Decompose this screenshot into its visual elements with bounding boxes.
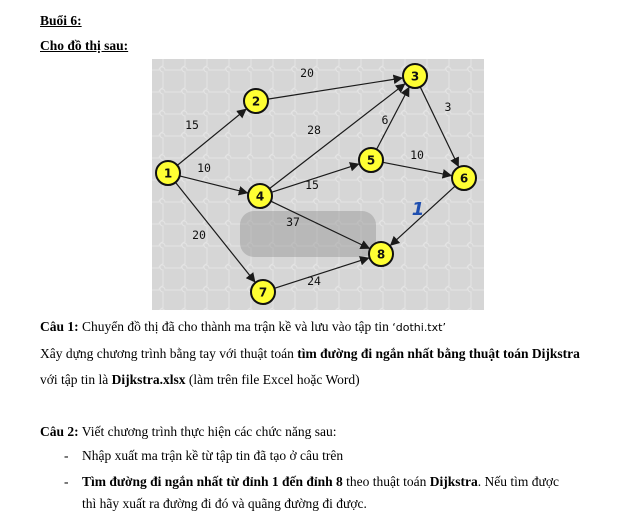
edge-weight-4-5: 15 bbox=[305, 178, 319, 192]
edge-4-5 bbox=[271, 162, 360, 193]
q2-item2: Tìm đường đi ngắn nhất từ đỉnh 1 đến đỉn… bbox=[82, 474, 559, 490]
q1-line3-post: (làm trên file Excel hoặc Word) bbox=[185, 372, 360, 387]
q1-filename: ‘dothi.txt’ bbox=[392, 321, 446, 334]
bullet-dash-2: - bbox=[64, 474, 69, 489]
session-title: Buổi 6: bbox=[40, 13, 82, 28]
node-5 bbox=[358, 147, 384, 173]
graph-background bbox=[152, 59, 484, 310]
node-label-1: 1 bbox=[164, 167, 172, 181]
q1-label: Câu 1: bbox=[40, 319, 79, 334]
edge-1-2 bbox=[176, 108, 247, 166]
q2-line1: Câu 2: Viết chương trình thực hiện các c… bbox=[40, 424, 336, 440]
edge-weight-1-2: 15 bbox=[185, 118, 199, 132]
node-label-4: 4 bbox=[256, 190, 264, 204]
edge-1-7 bbox=[175, 182, 256, 283]
node-label-2: 2 bbox=[252, 95, 260, 109]
prompt-heading: Cho đồ thị sau: bbox=[40, 38, 129, 53]
node-1 bbox=[155, 160, 181, 186]
node-label-6: 6 bbox=[460, 172, 468, 186]
node-label-8: 8 bbox=[377, 248, 385, 262]
edge-weight-2-3: 20 bbox=[300, 66, 314, 80]
q1-line1: Câu 1: Chuyển đồ thị đã cho thành ma trậ… bbox=[40, 319, 446, 336]
edge-weight-5-6: 10 bbox=[410, 148, 424, 162]
q2-item1: Nhập xuất ma trận kề từ tập tin đã tạo ở… bbox=[82, 448, 344, 463]
edge-5-6 bbox=[382, 161, 453, 179]
edge-2-3 bbox=[267, 74, 404, 100]
node-label-7: 7 bbox=[259, 286, 267, 300]
node-2 bbox=[243, 88, 269, 114]
edge-6-8 bbox=[389, 185, 456, 246]
q2-intro: Viết chương trình thực hiện các chức năn… bbox=[78, 424, 337, 439]
q2-item2-bold: Tìm đường đi ngắn nhất từ đỉnh 1 đến đỉn… bbox=[82, 474, 343, 489]
edge-4-8 bbox=[270, 200, 371, 249]
q2-item2-post: . Nếu tìm được bbox=[477, 474, 559, 489]
q1-line2: Xây dựng chương trình bằng tay với thuật… bbox=[40, 346, 580, 362]
node-4 bbox=[247, 183, 273, 209]
edge-7-8 bbox=[274, 256, 370, 289]
q1-line3-bold: Dijkstra.xlsx bbox=[111, 372, 186, 387]
q1-line2-bold: tìm đường đi ngắn nhất bằng thuật toán D… bbox=[297, 346, 580, 361]
node-label-5: 5 bbox=[367, 154, 375, 168]
node-7 bbox=[250, 279, 276, 305]
edge-weight-3-6: 3 bbox=[445, 100, 452, 114]
node-6 bbox=[451, 165, 477, 191]
edge-weight-6-8: 1 bbox=[412, 199, 425, 220]
edge-1-4 bbox=[179, 175, 249, 196]
node-layer: 1 2 3 4 5 6 7 8 bbox=[155, 63, 477, 305]
node-label-3: 3 bbox=[411, 70, 419, 84]
q1-line2-text: Xây dựng chương trình bằng tay với thuật… bbox=[40, 346, 298, 361]
q2-item2-cont: thì hãy xuất ra đường đi đó và quãng đườ… bbox=[82, 496, 367, 511]
graph-figure: 15 10 20 20 28 15 37 6 10 3 1 24 1 2 3 4 5 6 7 8 bbox=[152, 59, 484, 310]
node-3 bbox=[402, 63, 428, 89]
edge-5-3 bbox=[376, 86, 410, 150]
edge-weight-7-8: 24 bbox=[307, 274, 321, 288]
q1-line3-text: với tập tin là bbox=[40, 372, 112, 387]
watermark-overlay bbox=[240, 211, 376, 257]
edge-4-3 bbox=[269, 83, 406, 190]
q1-text: Chuyển đồ thị đã cho thành ma trận kề và… bbox=[78, 319, 393, 334]
node-8 bbox=[368, 241, 394, 267]
bullet-dash-1: - bbox=[64, 448, 69, 463]
q2-label: Câu 2: bbox=[40, 424, 79, 439]
edge-weight-4-8: 37 bbox=[286, 215, 300, 229]
q1-line3: với tập tin là Dijkstra.xlsx (làm trên f… bbox=[40, 372, 360, 388]
edge-weight-1-7: 20 bbox=[192, 228, 206, 242]
edge-weight-5-3: 6 bbox=[382, 113, 389, 127]
edge-weight-1-4: 10 bbox=[197, 161, 211, 175]
q2-item2-bold2: Dijkstra bbox=[429, 474, 478, 489]
edge-weight-4-3: 28 bbox=[307, 123, 321, 137]
edge-3-6 bbox=[419, 86, 459, 168]
q2-item2-mid: theo thuật toán bbox=[342, 474, 430, 489]
